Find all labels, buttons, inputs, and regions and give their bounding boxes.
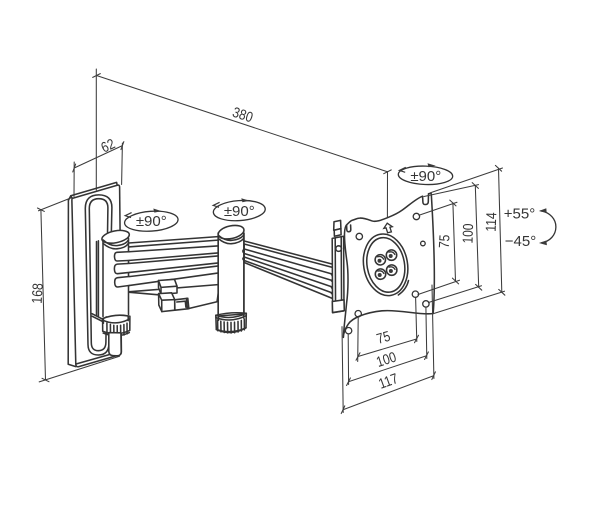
svg-text:100: 100 (375, 350, 399, 371)
svg-text:75: 75 (375, 329, 392, 348)
svg-text:±90°: ±90° (136, 213, 167, 230)
svg-text:±90°: ±90° (224, 203, 255, 220)
svg-text:117: 117 (377, 371, 401, 393)
svg-text:114: 114 (484, 212, 501, 232)
svg-text:−45°: −45° (505, 233, 536, 250)
svg-text:±90°: ±90° (410, 168, 441, 185)
svg-text:100: 100 (460, 223, 477, 244)
svg-text:380: 380 (230, 105, 254, 127)
svg-text:168: 168 (30, 283, 47, 304)
svg-text:+55°: +55° (504, 205, 535, 222)
svg-text:62: 62 (99, 136, 118, 156)
svg-text:75: 75 (437, 234, 454, 248)
